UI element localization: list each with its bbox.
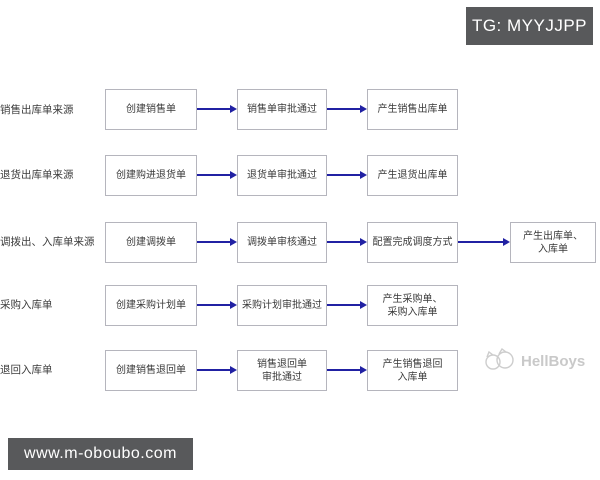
flow-box: 创建销售单 [105, 89, 197, 130]
watermark-text: HellBoys [521, 352, 586, 370]
flow-arrow [327, 301, 367, 309]
hellboys-logo-icon [483, 348, 517, 374]
flow-box: 创建销售退回单 [105, 350, 197, 391]
flow-box: 销售单审批通过 [237, 89, 327, 130]
row-label-transfer: 调拨出、入库单来源 [0, 236, 95, 248]
flow-arrow [197, 171, 237, 179]
flow-arrow [327, 366, 367, 374]
flow-box: 产生出库单、 入库单 [510, 222, 596, 263]
flow-arrow [458, 238, 510, 246]
flow-arrow [197, 366, 237, 374]
flow-box: 创建购进退货单 [105, 155, 197, 196]
flow-box: 产生销售退回 入库单 [367, 350, 458, 391]
flow-arrow [327, 171, 367, 179]
flow-box: 产生退货出库单 [367, 155, 458, 196]
row-label-purchase-inbound: 采购入库单 [0, 299, 53, 311]
row-label-return-inbound: 退回入库单 [0, 364, 53, 376]
flow-arrow [197, 238, 237, 246]
flow-box: 创建调拨单 [105, 222, 197, 263]
flow-box: 配置完成调度方式 [367, 222, 458, 263]
row-label-sales-outbound: 销售出库单来源 [0, 104, 74, 116]
row-label-return-outbound: 退货出库单来源 [0, 169, 74, 181]
flow-box: 采购计划审批通过 [237, 285, 327, 326]
flow-arrow [327, 238, 367, 246]
tg-badge: TG: MYYJJPP [466, 7, 593, 45]
flow-box: 产生销售出库单 [367, 89, 458, 130]
flow-arrow [327, 105, 367, 113]
flow-box: 创建采购计划单 [105, 285, 197, 326]
flow-box: 调拨单审核通过 [237, 222, 327, 263]
flow-box: 产生采购单、 采购入库单 [367, 285, 458, 326]
flow-arrow [197, 105, 237, 113]
watermark: HellBoys [483, 348, 585, 374]
flow-arrow [197, 301, 237, 309]
url-badge: www.m-oboubo.com [8, 438, 193, 470]
flow-box: 退货单审批通过 [237, 155, 327, 196]
flow-box: 销售退回单 审批通过 [237, 350, 327, 391]
